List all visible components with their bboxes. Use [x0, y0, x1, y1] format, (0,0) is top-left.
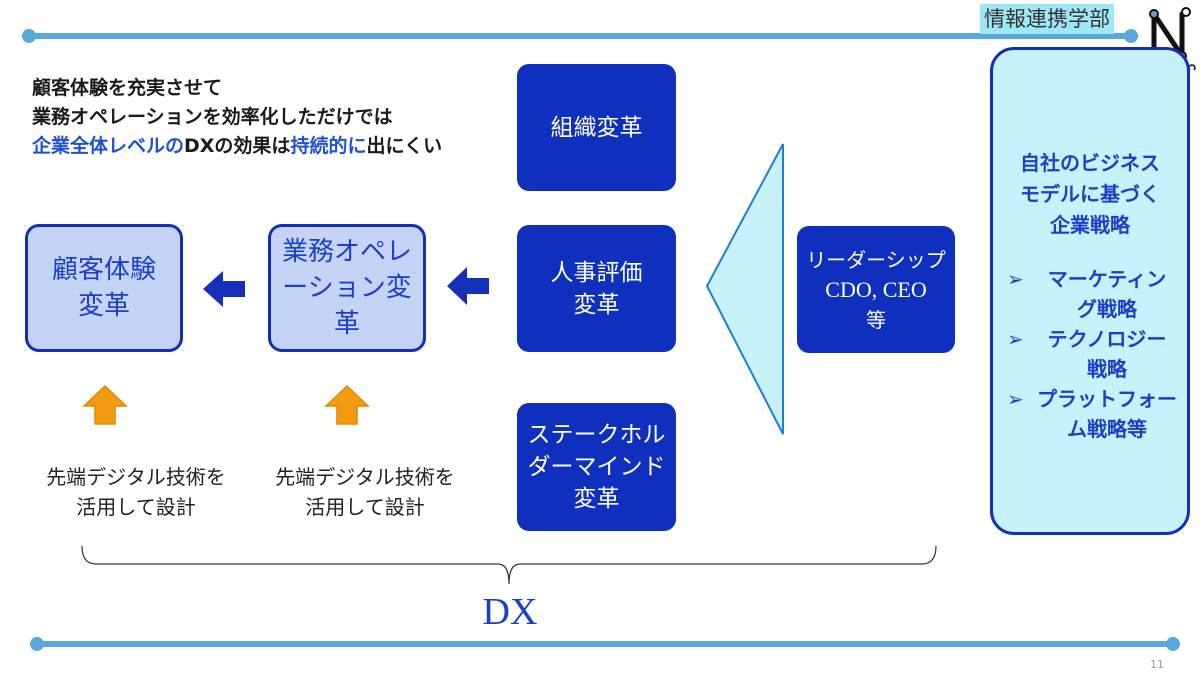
caption-left: 先端デジタル技術を 活用して設計: [26, 462, 246, 522]
strategy-item-technology-cont: 戦略: [1007, 354, 1177, 384]
bottom-line-end-dot: [1166, 637, 1180, 651]
bottom-divider-line: [36, 641, 1172, 647]
org-change-label: 組織変革: [550, 114, 643, 141]
intro-line-1: 顧客体験を充実させて: [32, 77, 223, 99]
intro-highlight-1: 企業全体レベルの: [32, 135, 185, 157]
dx-bracket: [81, 545, 937, 585]
operation-box-line-1: 業務オペレ: [281, 237, 412, 267]
left-arrow-icon: [447, 267, 489, 305]
caption-left-line-1: 先端デジタル技術を: [46, 465, 226, 489]
top-line-end-dot: [1124, 29, 1138, 43]
strategy-title-line-3: 企業戦略: [1050, 213, 1130, 237]
hr-box-line-1: 人事評価: [550, 259, 643, 286]
intro-plain-2: 出にくい: [366, 135, 443, 157]
up-arrow-icon: [324, 384, 370, 425]
strategy-panel: 自社のビジネス モデルに基づく 企業戦略 ➢ マーケティン グ戦略 ➢ テクノロジー…: [990, 47, 1190, 535]
customer-experience-box: 顧客体験 変革: [25, 224, 183, 352]
strategy-title-line-1: 自社のビジネス: [1020, 151, 1160, 175]
logo-icon: [1149, 7, 1196, 70]
leadership-line-1: リーダーシップ: [806, 247, 946, 272]
strategy-item-marketing-cont: グ戦略: [1007, 294, 1177, 324]
strategy-item-text: マーケティン: [1047, 267, 1167, 291]
customer-box-line-2: 変革: [77, 291, 130, 321]
intro-plain-1: DXの効果は: [184, 135, 291, 157]
strategy-item-technology: ➢ テクノロジー: [1007, 324, 1177, 354]
leadership-box: リーダーシップ CDO, CEO 等: [797, 226, 955, 353]
strategy-item-text: ム戦略等: [1067, 417, 1147, 441]
caption-right-line-1: 先端デジタル技術を: [275, 465, 455, 489]
intro-text: 顧客体験を充実させて 業務オペレーションを効率化しただけでは 企業全体レベルのD…: [32, 74, 442, 161]
bullet-arrow-icon: ➢: [1007, 327, 1024, 351]
caption-left-line-2: 活用して設計: [76, 495, 196, 519]
dx-label: DX: [482, 591, 538, 633]
strategy-item-text: グ戦略: [1077, 297, 1137, 321]
stakeholder-box-line-2: ダーマインド: [527, 454, 666, 480]
operation-box: 業務オペレ ーション変 革: [268, 224, 426, 352]
operation-box-line-2: ーション変: [282, 273, 412, 303]
bullet-arrow-icon: ➢: [1007, 387, 1024, 411]
caption-right: 先端デジタル技術を 活用して設計: [255, 462, 475, 522]
operation-box-line-3: 革: [333, 309, 360, 339]
strategy-item-text: 戦略: [1087, 357, 1127, 381]
intro-highlight-2: 持続的に: [290, 135, 367, 157]
strategy-title: 自社のビジネス モデルに基づく 企業戦略: [993, 148, 1187, 241]
page-number: 11: [1150, 658, 1164, 671]
top-divider-line: [28, 33, 1134, 39]
strategy-title-line-2: モデルに基づく: [1020, 182, 1160, 206]
strategy-item-text: プラットフォー: [1037, 387, 1177, 411]
strategy-item-platform-cont: ム戦略等: [1007, 414, 1177, 444]
leadership-line-2: CDO, CEO: [825, 276, 927, 302]
strategy-item-platform: ➢ プラットフォー: [1007, 384, 1177, 414]
left-arrow-icon: [203, 271, 245, 307]
hr-evaluation-box: 人事評価 変革: [517, 225, 676, 352]
intro-line-3: 企業全体レベルのDXの効果は持続的に出にくい: [32, 132, 442, 161]
department-label: 情報連携学部: [980, 4, 1114, 34]
stakeholder-box-line-3: 変革: [573, 486, 620, 512]
caption-right-line-2: 活用して設計: [305, 495, 425, 519]
intro-line-2: 業務オペレーションを効率化しただけでは: [32, 106, 393, 128]
hr-box-line-2: 変革: [573, 291, 620, 318]
strategy-item-marketing: ➢ マーケティン: [1007, 264, 1177, 294]
stakeholder-box-line-1: ステークホル: [527, 422, 666, 448]
stakeholder-mindset-box: ステークホル ダーマインド 変革: [517, 403, 676, 531]
up-arrow-icon: [82, 384, 128, 425]
strategy-list: ➢ マーケティン グ戦略 ➢ テクノロジー 戦略 ➢ プラットフォー ム戦略等: [1007, 264, 1177, 444]
strategy-item-text: テクノロジー: [1047, 327, 1167, 351]
customer-box-line-1: 顧客体験: [51, 255, 156, 285]
bullet-arrow-icon: ➢: [1007, 267, 1024, 291]
leadership-line-3: 等: [865, 307, 886, 332]
org-change-box: 組織変革: [517, 64, 676, 191]
leadership-triangle: [705, 143, 784, 435]
